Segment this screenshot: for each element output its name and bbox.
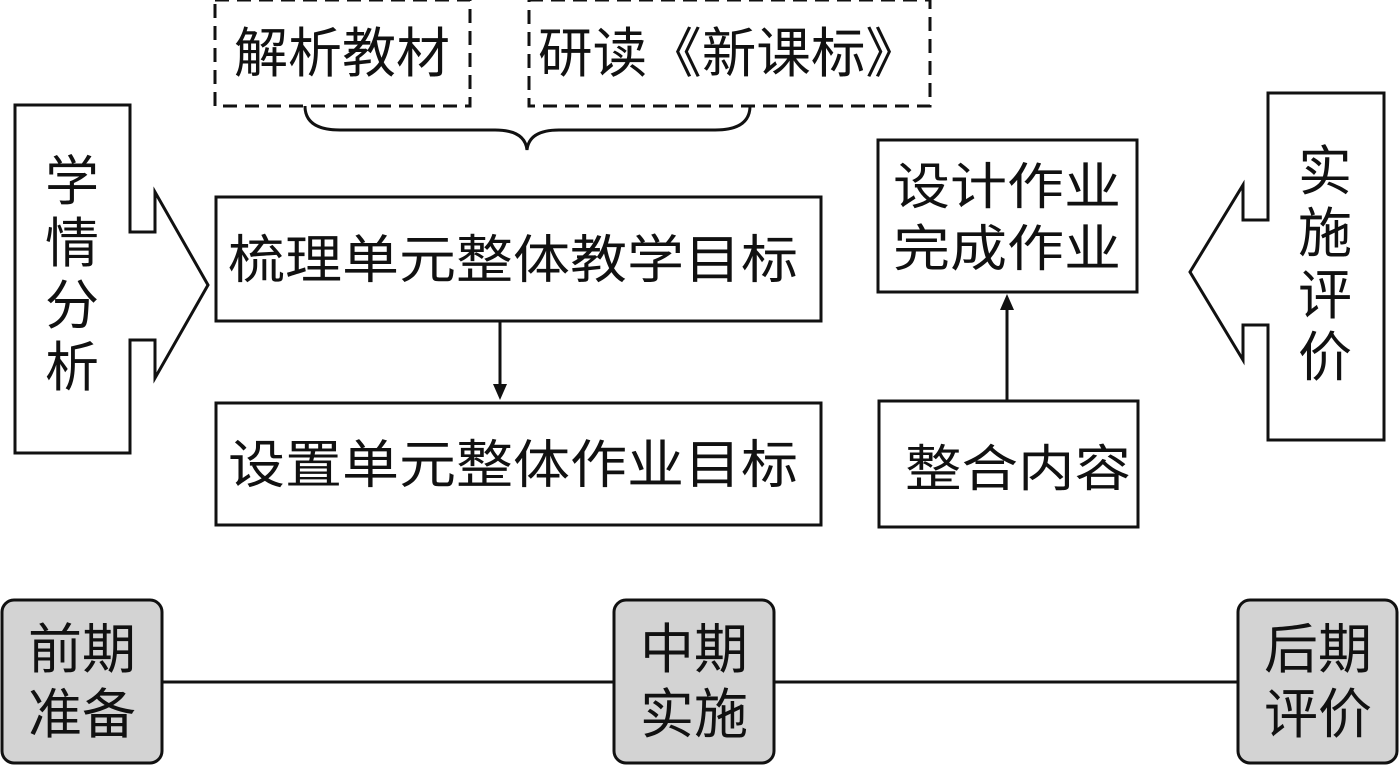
phase-late-line-2: 评价 xyxy=(1264,683,1372,746)
implementation-evaluation-char-2: 施 xyxy=(1298,202,1352,265)
design-homework-box: 设计作业 完成作业 xyxy=(876,138,1139,294)
phase-middle-box: 中期 实施 xyxy=(612,598,776,765)
phase-early-line-2: 准备 xyxy=(28,683,136,746)
phase-middle-line-1: 中期 xyxy=(640,618,748,681)
homework-goal-box: 设置单元整体作业目标 xyxy=(214,401,823,527)
curriculum-study-box: 研读《新课标》 xyxy=(527,0,932,108)
textbook-analysis-box: 解析教材 xyxy=(213,0,472,108)
teaching-goal-box: 梳理单元整体教学目标 xyxy=(214,195,823,323)
implementation-evaluation-char-4: 价 xyxy=(1298,326,1352,389)
student-analysis-char-2: 情 xyxy=(45,212,99,275)
phase-late-line-1: 后期 xyxy=(1264,618,1372,681)
phase-middle-line-2: 实施 xyxy=(640,683,748,746)
student-analysis-char-4: 析 xyxy=(45,336,99,399)
integrate-content-label: 整合内容 xyxy=(905,440,1131,498)
design-homework-label: 设计作业 xyxy=(893,158,1121,216)
phase-early-line-1: 前期 xyxy=(28,618,136,681)
complete-homework-label: 完成作业 xyxy=(893,220,1121,278)
implementation-evaluation-char-3: 评 xyxy=(1298,264,1352,327)
implementation-evaluation-arrow: 实 施 评 价 xyxy=(1188,91,1386,442)
implementation-evaluation-char-1: 实 xyxy=(1298,140,1352,203)
integrate-content-box: 整合内容 xyxy=(877,399,1140,529)
student-analysis-char-3: 分 xyxy=(45,274,99,337)
teaching-goal-label: 梳理单元整体教学目标 xyxy=(228,231,798,291)
student-analysis-char-1: 学 xyxy=(45,150,99,213)
merge-brace xyxy=(303,105,752,151)
homework-goal-label: 设置单元整体作业目标 xyxy=(228,436,798,496)
phase-early-box: 前期 准备 xyxy=(0,598,164,765)
textbook-analysis-label: 解析教材 xyxy=(234,22,450,85)
student-analysis-arrow: 学 情 分 析 xyxy=(13,103,210,455)
curriculum-study-label: 研读《新课标》 xyxy=(538,22,920,85)
phase-late-box: 后期 评价 xyxy=(1236,598,1399,765)
